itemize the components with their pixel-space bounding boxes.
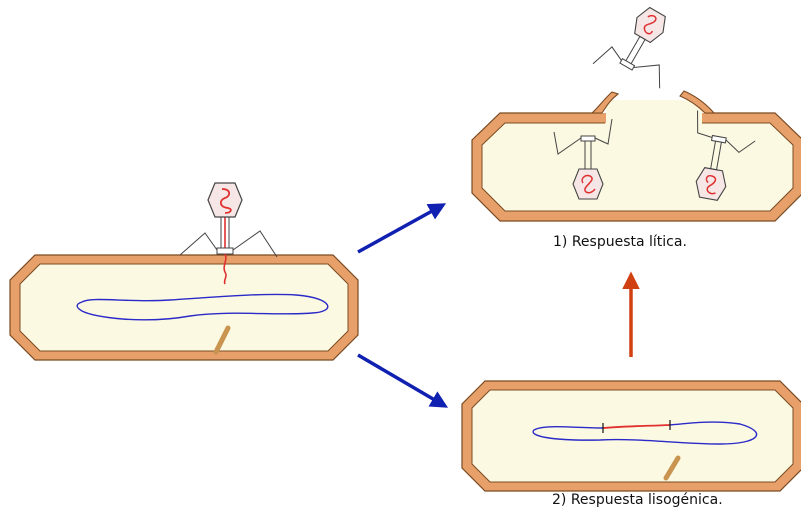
lysogenic-bacterium	[462, 381, 801, 491]
cytoplasm	[20, 264, 348, 351]
infected-bacterium	[10, 255, 358, 360]
cytoplasm	[472, 390, 793, 482]
arrow-to-lysogenic	[358, 355, 445, 406]
released-phage-icon	[593, 0, 692, 99]
cytoplasm	[482, 123, 793, 211]
caption-lysogenic-response: 2) Respuesta lisogénica.	[552, 492, 723, 508]
lysing-bacterium	[472, 91, 801, 221]
caption-lytic-response: 1) Respuesta lítica.	[553, 234, 687, 250]
arrow-to-lytic	[358, 205, 443, 252]
